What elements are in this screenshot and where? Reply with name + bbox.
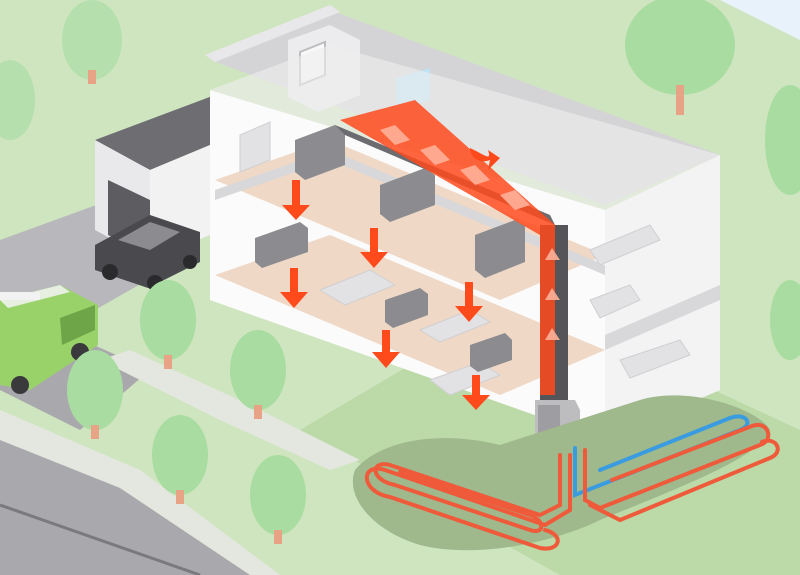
tree-icon [770, 280, 800, 360]
tree-icon [230, 330, 286, 419]
tree-icon [625, 0, 735, 115]
sky-corner [720, 0, 800, 40]
tree-icon [140, 280, 196, 369]
tree-icon [250, 455, 306, 544]
airflow-arrow-icon [280, 148, 500, 410]
tree-icon [152, 415, 208, 504]
airflow-chevrons [380, 125, 560, 340]
service-van-icon [0, 285, 98, 394]
street-road-lower [0, 430, 260, 575]
road-curb-line [0, 503, 201, 575]
roof-ridge [205, 5, 340, 62]
front-floor-slab [605, 285, 720, 350]
cutaway-ceiling [210, 45, 720, 210]
tree-icon [67, 350, 123, 439]
sidewalk [0, 410, 280, 575]
tree-icon [765, 85, 800, 195]
tree-icon [0, 60, 35, 140]
ground-loop-icon [352, 395, 780, 551]
tree-icon [62, 0, 122, 84]
front-walkway [100, 350, 360, 470]
car-icon [95, 215, 200, 291]
